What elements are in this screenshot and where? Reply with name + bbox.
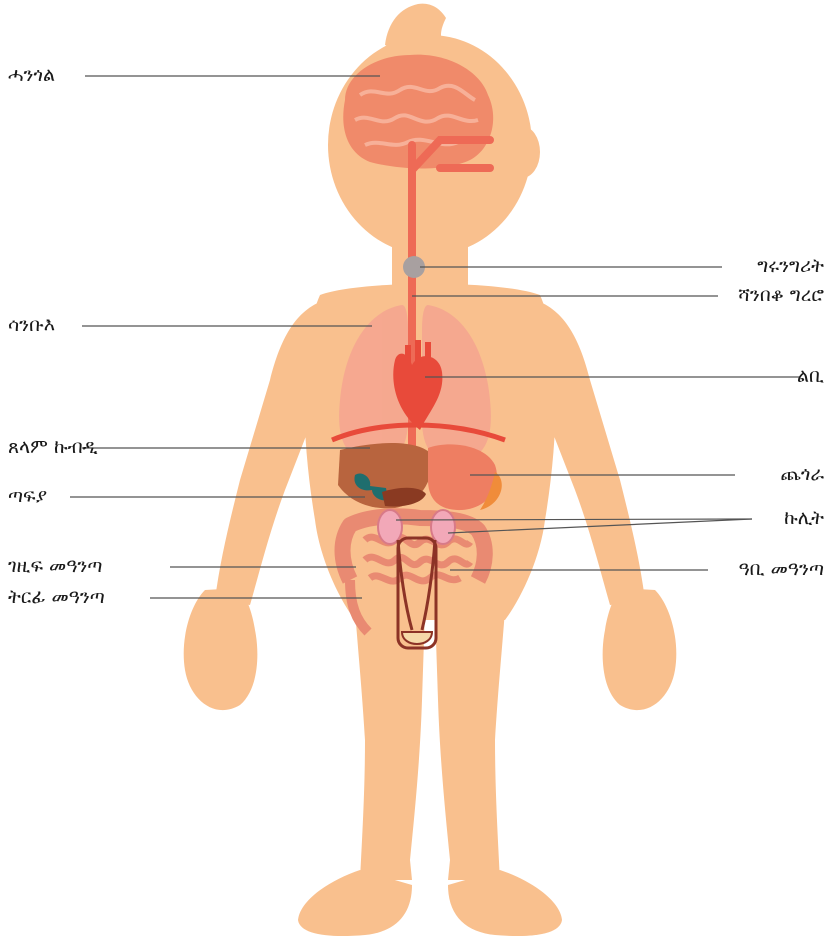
label-stomach: ጨጎራ	[780, 465, 824, 484]
label-lungs: ሳንቡእ	[8, 316, 55, 335]
label-larynx: ግሩንግሪት	[757, 257, 824, 276]
label-gallbladder: ጣፍያ	[8, 487, 47, 506]
label-liver: ጸላም ኩብዲ	[8, 438, 98, 457]
label-rectum: ትርፊ መዓንጣ	[8, 588, 105, 607]
label-kidneys: ኩሊት	[784, 509, 824, 528]
label-large-intestine: ገዚፍ መዓንጣ	[8, 557, 102, 576]
label-small-intestine: ዓቢ መዓንጣ	[738, 560, 824, 579]
label-brain: ሓንጎል	[8, 66, 55, 85]
label-esophagus: ሻንበቆ ግረሮ	[738, 286, 824, 305]
label-heart: ልቢ	[797, 367, 824, 386]
